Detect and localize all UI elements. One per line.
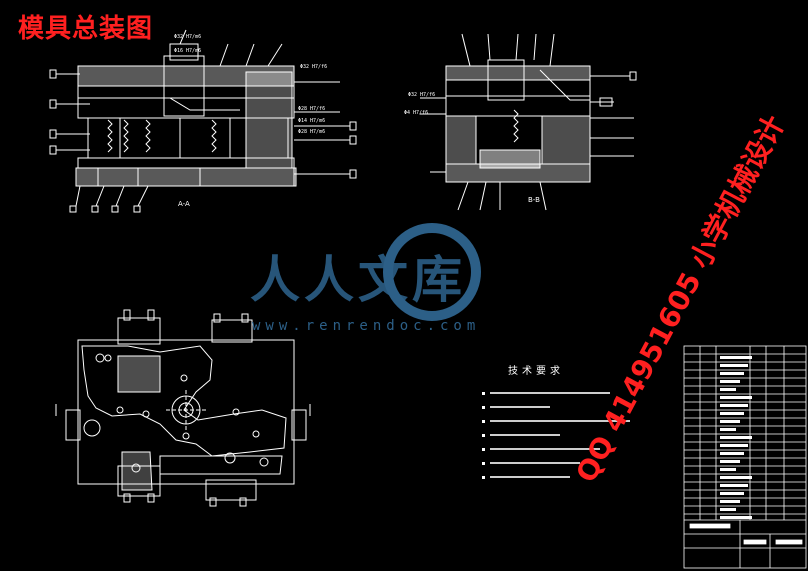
parts-list-cell-text — [720, 388, 736, 391]
tech-requirements-lines — [482, 392, 630, 479]
parts-list-cell-text — [720, 508, 736, 511]
parts-list-cell-text — [720, 396, 752, 399]
tech-requirements-title: 技术要求 — [508, 366, 564, 377]
parts-list-cell-text — [720, 500, 740, 503]
parts-list-cell-text — [720, 372, 744, 375]
parts-list-cell-text — [720, 476, 752, 479]
fit-label-a6: Φ28 H7/m6 — [298, 129, 326, 135]
parts-list-cell-text — [720, 356, 752, 359]
fit-label-a1: Φ32 H7/m6 — [174, 34, 202, 40]
drawing-title: 模具总装图 — [18, 14, 154, 44]
parts-list-cell-text — [720, 380, 740, 383]
parts-list-cell-text — [720, 452, 744, 455]
section-a-a-label: A-A — [178, 200, 190, 208]
fit-label-b1: Φ32 H7/f6 — [408, 92, 436, 98]
parts-list-cell-text — [720, 404, 748, 407]
parts-list-cell-text — [720, 412, 744, 415]
parts-list-table — [683, 345, 807, 569]
watermark-brand: 人人文库 — [250, 251, 466, 309]
parts-list-cell-text — [720, 436, 752, 439]
parts-list-cell-text — [720, 468, 736, 471]
fit-label-a4: Φ28 H7/f6 — [298, 106, 326, 112]
watermark-url: www.renrendoc.com — [252, 318, 481, 334]
plan-view — [55, 309, 311, 507]
parts-list-cell-text — [720, 444, 748, 447]
parts-list-cell-text — [720, 492, 744, 495]
watermark-logo-circle — [383, 223, 481, 321]
fit-label-a3: Φ32 H7/f6 — [300, 64, 328, 70]
parts-list-cell-text — [720, 460, 740, 463]
section-b-b-view — [420, 33, 637, 211]
fit-label-b2: Φ4 H7/f6 — [404, 110, 429, 116]
fit-label-a2: Φ16 H7/m6 — [174, 48, 202, 54]
parts-list-cell-text — [720, 516, 752, 519]
parts-list-cell-text — [720, 364, 748, 367]
section-b-b-label: B-B — [528, 196, 540, 204]
fit-label-a5: Φ14 H7/m6 — [298, 118, 326, 124]
parts-list-cell-text — [720, 484, 748, 487]
parts-list-cell-text — [720, 428, 736, 431]
parts-list-cell-text — [720, 420, 740, 423]
section-a-a-view — [49, 29, 357, 213]
